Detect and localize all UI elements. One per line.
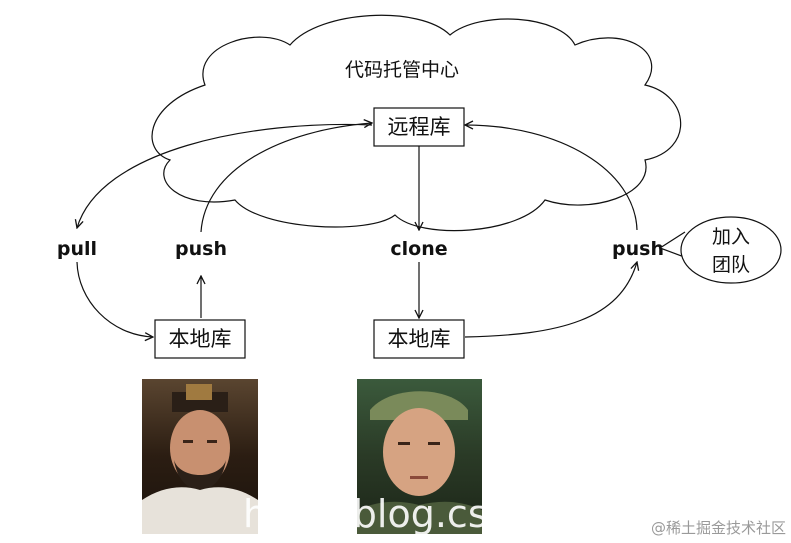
cloud-label: 代码托管中心 <box>345 59 459 81</box>
edge-push-right-to-remote <box>465 125 638 231</box>
edge-push-to-remote <box>200 123 372 233</box>
bubble-line-2: 团队 <box>712 254 750 276</box>
edge-local-right-to-push <box>464 262 637 338</box>
edge-label-push-right: push <box>612 238 664 260</box>
edges <box>77 123 637 337</box>
node-local-repo-left-label: 本地库 <box>169 327 232 351</box>
edge-label-push-left: push <box>175 238 227 260</box>
node-remote-repo-label: 远程库 <box>388 115 451 139</box>
photo-left-portrait <box>142 379 258 534</box>
site-watermark: @稀土掘金技术社区 <box>651 519 786 537</box>
join-team-bubble: 加入 团队 <box>658 216 782 284</box>
edge-label-clone: clone <box>390 238 447 260</box>
edge-pull-to-local-left <box>76 261 153 337</box>
node-local-repo-right-label: 本地库 <box>388 327 451 351</box>
photo-right-portrait <box>357 379 482 534</box>
node-local-repo-right: 本地库 <box>373 319 465 359</box>
node-remote-repo: 远程库 <box>373 107 465 147</box>
url-watermark-1: h <box>243 492 267 536</box>
bubble-line-1: 加入 <box>712 226 750 248</box>
node-local-repo-left: 本地库 <box>154 319 246 359</box>
edge-label-pull: pull <box>57 238 97 260</box>
edge-remote-to-pull <box>77 123 373 228</box>
url-watermark-2: /blog.cs <box>340 492 488 536</box>
